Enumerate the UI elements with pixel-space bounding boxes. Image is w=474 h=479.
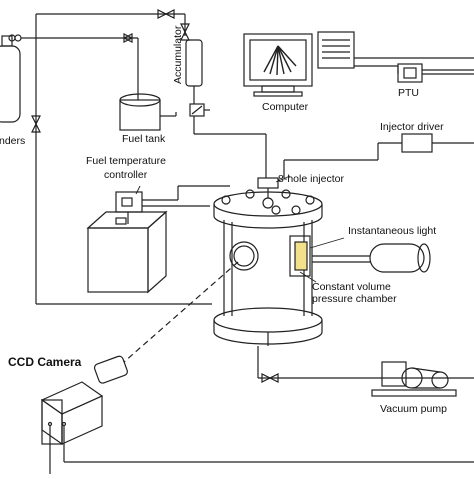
gas-cylinder: [0, 34, 36, 123]
accumulator: [185, 39, 203, 104]
label-accumulator: Accumulator: [172, 25, 184, 84]
pressure-regulator: [189, 103, 267, 178]
label-fuel-tank: Fuel tank: [122, 133, 166, 145]
optical-axis: [123, 261, 239, 363]
valve-left: [31, 115, 41, 133]
chamber-outlet: [257, 332, 474, 383]
label-ccd-camera: CCD Camera: [8, 355, 82, 369]
chamber-window-left: [229, 241, 259, 271]
label-fuel-temperature-line1: Fuel temperature: [86, 155, 166, 167]
injector-driver: [283, 133, 474, 178]
valve-accumulator: [180, 23, 190, 41]
label-chamber-line1: Constant volume: [312, 281, 391, 293]
heating-bath: [86, 210, 168, 294]
computer: [243, 31, 474, 97]
instantaneous-light: [312, 243, 431, 273]
label-chamber-line2: pressure chamber: [312, 293, 397, 305]
label-injector: 8-hole injector: [278, 173, 344, 185]
label-vacuum-pump: Vacuum pump: [380, 403, 447, 415]
ptu-box: [397, 63, 474, 83]
fuel-temperature-controller: [115, 185, 230, 224]
injector: [257, 177, 279, 198]
chamber-window-right: [289, 235, 311, 277]
leader-lines: [135, 175, 345, 283]
valve-fuel-tank: [122, 33, 134, 43]
fuel-tank: [119, 93, 177, 131]
label-fuel-temperature-line2: controller: [104, 169, 148, 181]
label-instantaneous-light: Instantaneous light: [348, 225, 436, 237]
label-computer: Computer: [262, 101, 309, 113]
valve-top: [157, 9, 175, 19]
gas-piping: [35, 13, 212, 305]
constant-volume-chamber: [213, 189, 323, 345]
label-cylinders: nders: [0, 135, 25, 147]
label-injector-driver: Injector driver: [380, 121, 444, 133]
ccd-camera: [40, 355, 474, 474]
spray-image-icon: [263, 45, 297, 76]
vacuum-pump: [371, 361, 457, 397]
label-ptu: PTU: [398, 87, 419, 99]
